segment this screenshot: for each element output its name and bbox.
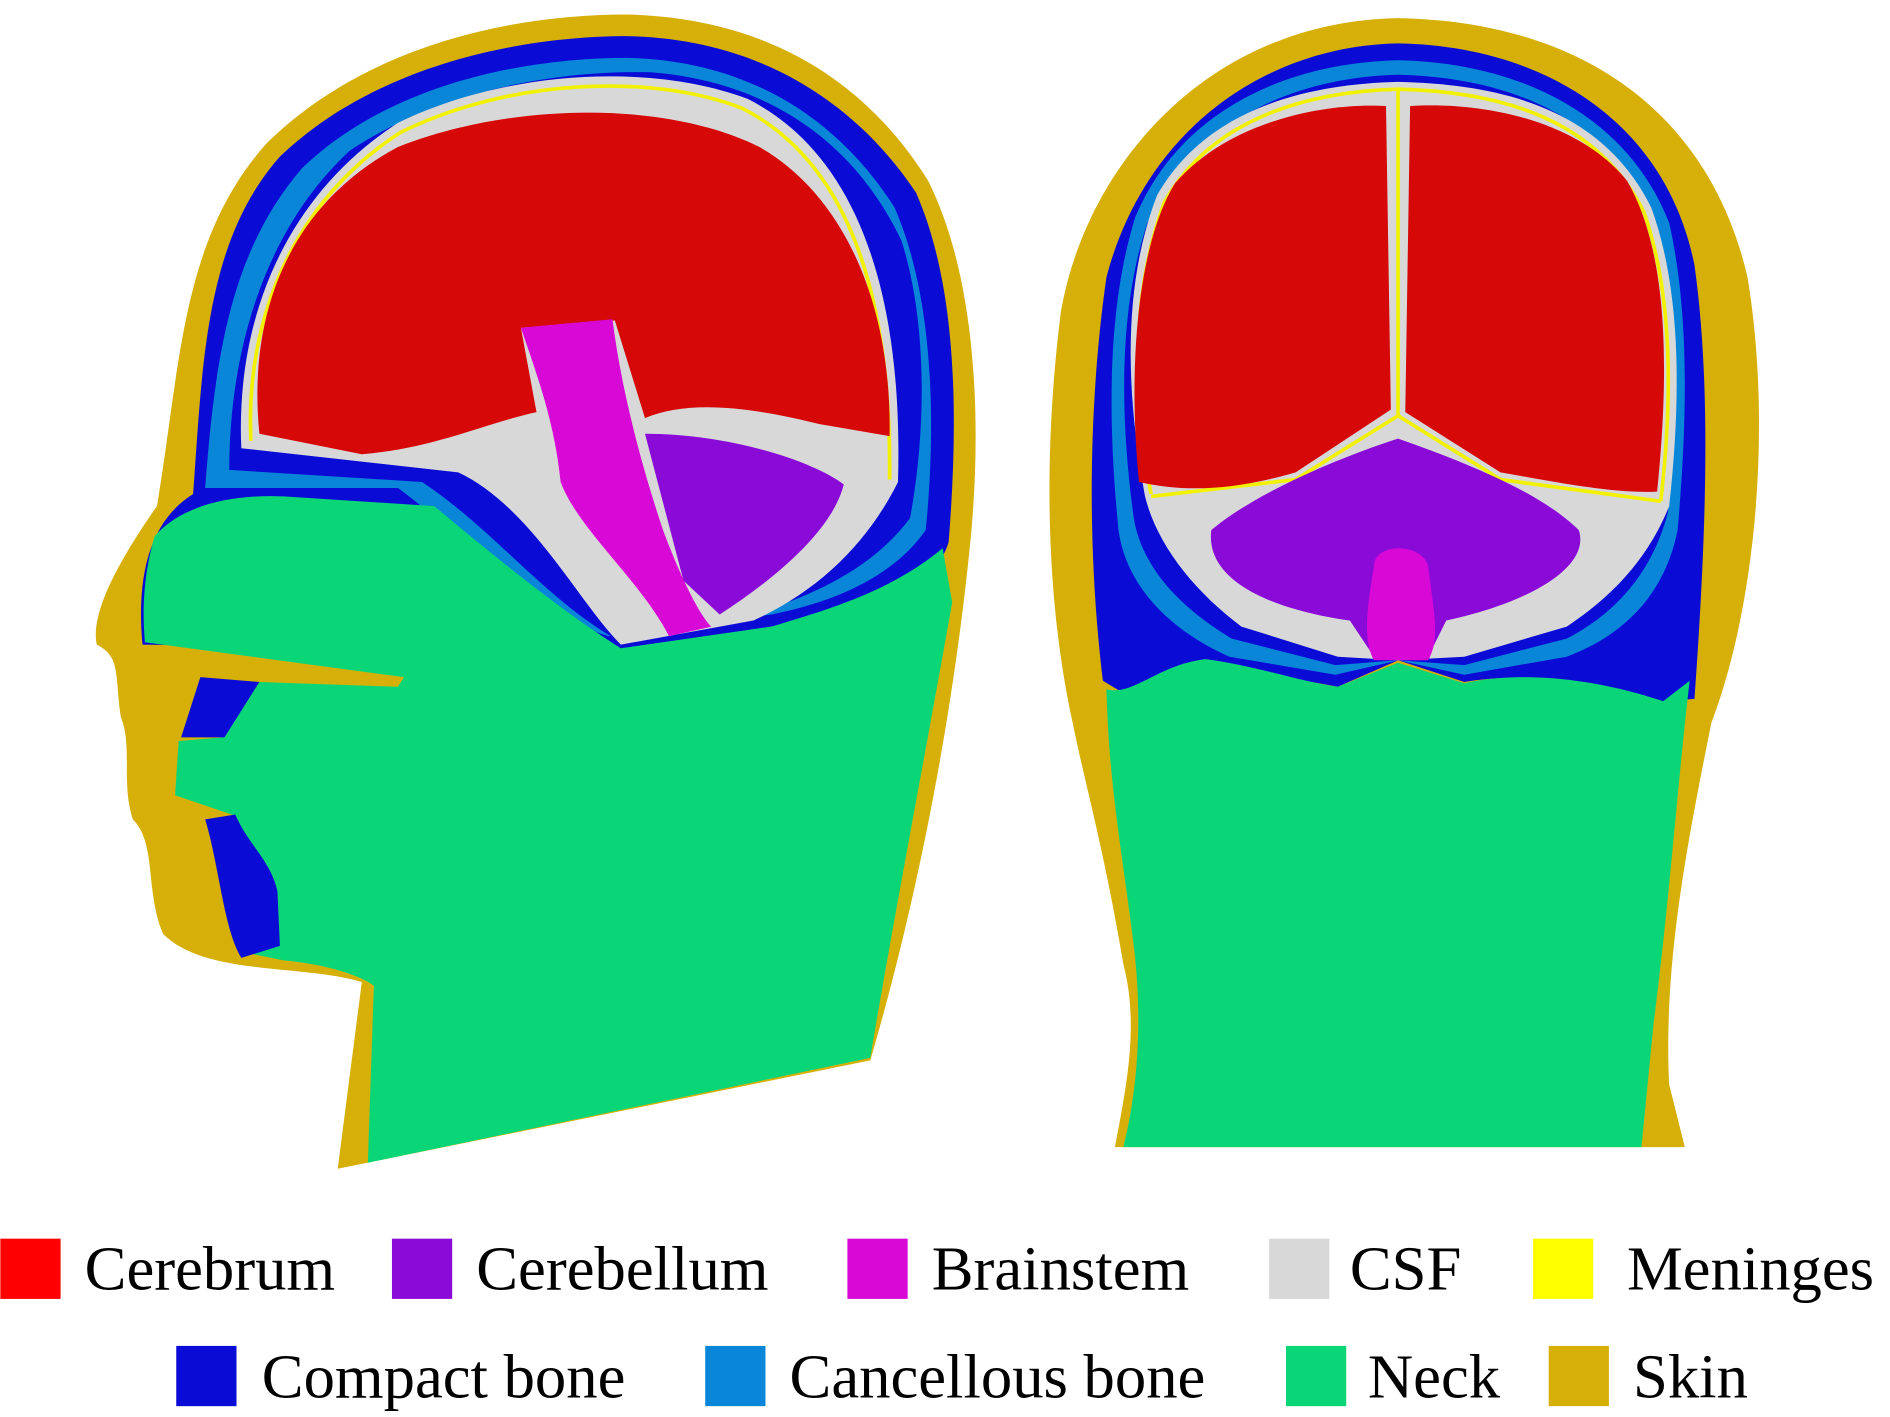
- legend-label: Brainstem: [932, 1233, 1189, 1303]
- maxilla-bone: [181, 677, 260, 738]
- legend-item-neck: Neck: [1285, 1342, 1501, 1412]
- legend-item-cerebellum: Cerebellum: [391, 1233, 769, 1303]
- legend-swatch-compact-bone: [176, 1345, 237, 1407]
- legend-label: Cerebrum: [85, 1233, 335, 1303]
- legend-swatch-skin: [1548, 1345, 1609, 1407]
- legend-item-brainstem: Brainstem: [847, 1233, 1189, 1303]
- cerebellum: [644, 433, 844, 615]
- sagittal-head-view: [95, 14, 976, 1169]
- coronal-head-view: [1049, 18, 1760, 1148]
- legend-label: Cerebellum: [476, 1233, 768, 1303]
- legend-item-cerebrum: Cerebrum: [0, 1233, 335, 1303]
- legend-swatch-csf: [1269, 1238, 1330, 1299]
- legend-label: Skin: [1633, 1342, 1748, 1412]
- legend-label: Cancellous bone: [790, 1342, 1206, 1412]
- meninges-layer: [248, 84, 892, 480]
- legend-item-compact-bone: Compact bone: [176, 1342, 625, 1412]
- cerebrum-right-hemisphere: [1405, 105, 1665, 492]
- cerebellum: [1210, 438, 1581, 657]
- brainstem: [1366, 548, 1436, 661]
- brainstem: [520, 319, 712, 637]
- mandible-bone: [205, 814, 280, 958]
- neck-region: [1106, 659, 1690, 1148]
- legend-item-meninges: Meninges: [1533, 1233, 1874, 1303]
- legend-label: CSF: [1350, 1233, 1461, 1303]
- cerebrum-left-hemisphere: [1134, 105, 1391, 489]
- legend-swatch-cerebrum: [0, 1238, 61, 1299]
- legend-item-cancellous-bone: Cancellous bone: [705, 1342, 1205, 1412]
- legend-label: Compact bone: [262, 1342, 626, 1412]
- legend: Cerebrum Cerebellum Brainstem CSF Mening…: [0, 1233, 1874, 1412]
- legend-swatch-cancellous-bone: [705, 1345, 766, 1407]
- legend-item-csf: CSF: [1269, 1233, 1461, 1303]
- legend-item-skin: Skin: [1548, 1342, 1748, 1412]
- legend-swatch-cerebellum: [391, 1238, 453, 1299]
- legend-swatch-brainstem: [847, 1238, 908, 1299]
- neck-region: [143, 496, 953, 1163]
- legend-swatch-meninges: [1533, 1238, 1594, 1299]
- legend-label: Meninges: [1627, 1233, 1874, 1303]
- legend-label: Neck: [1368, 1342, 1501, 1412]
- legend-swatch-neck: [1285, 1345, 1347, 1407]
- cerebrum: [257, 112, 890, 455]
